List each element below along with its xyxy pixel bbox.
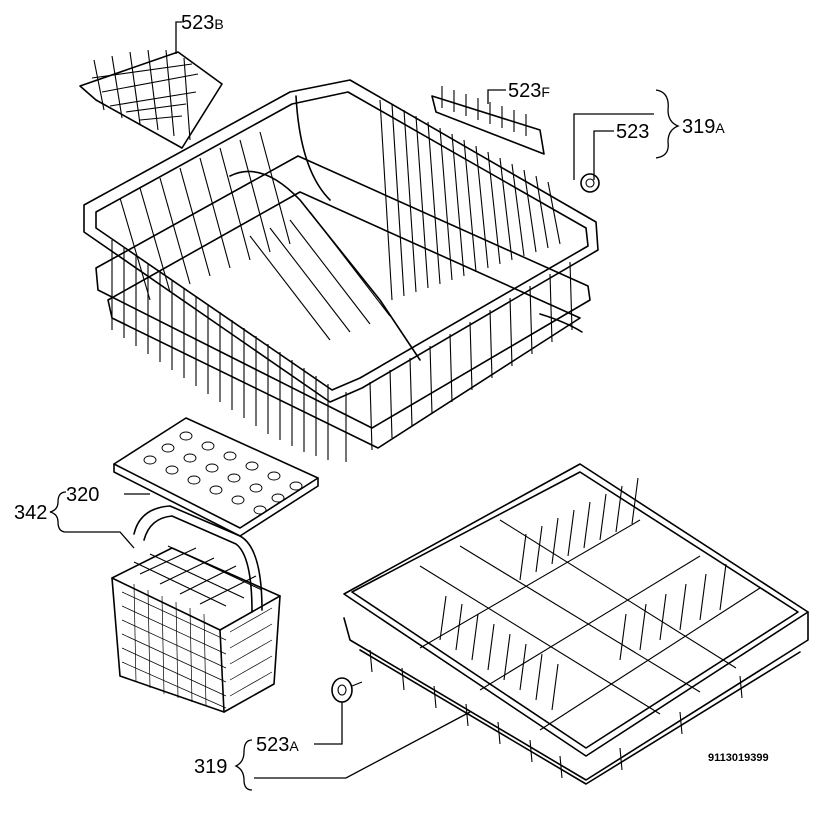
leader-lines — [49, 21, 680, 791]
upper-basket — [83, 79, 599, 462]
lower-basket — [343, 463, 809, 785]
label-523b: 523B — [181, 12, 224, 34]
label-342: 342 — [14, 502, 47, 524]
label-523f: 523F — [508, 80, 550, 102]
label-319a: 319A — [682, 116, 725, 138]
label-320: 320 — [66, 484, 99, 506]
cutlery-grid-320 — [113, 417, 319, 537]
wheel-523a — [331, 677, 363, 703]
drawing-reference-number: 9113019399 — [708, 752, 769, 764]
label-319: 319 — [194, 756, 227, 778]
comb-clip-523b — [79, 49, 223, 149]
comb-clip-523f — [431, 86, 545, 155]
wheel-523 — [580, 173, 600, 193]
label-523a: 523A — [256, 734, 299, 756]
cutlery-basket — [111, 505, 281, 713]
label-523: 523 — [616, 121, 649, 143]
